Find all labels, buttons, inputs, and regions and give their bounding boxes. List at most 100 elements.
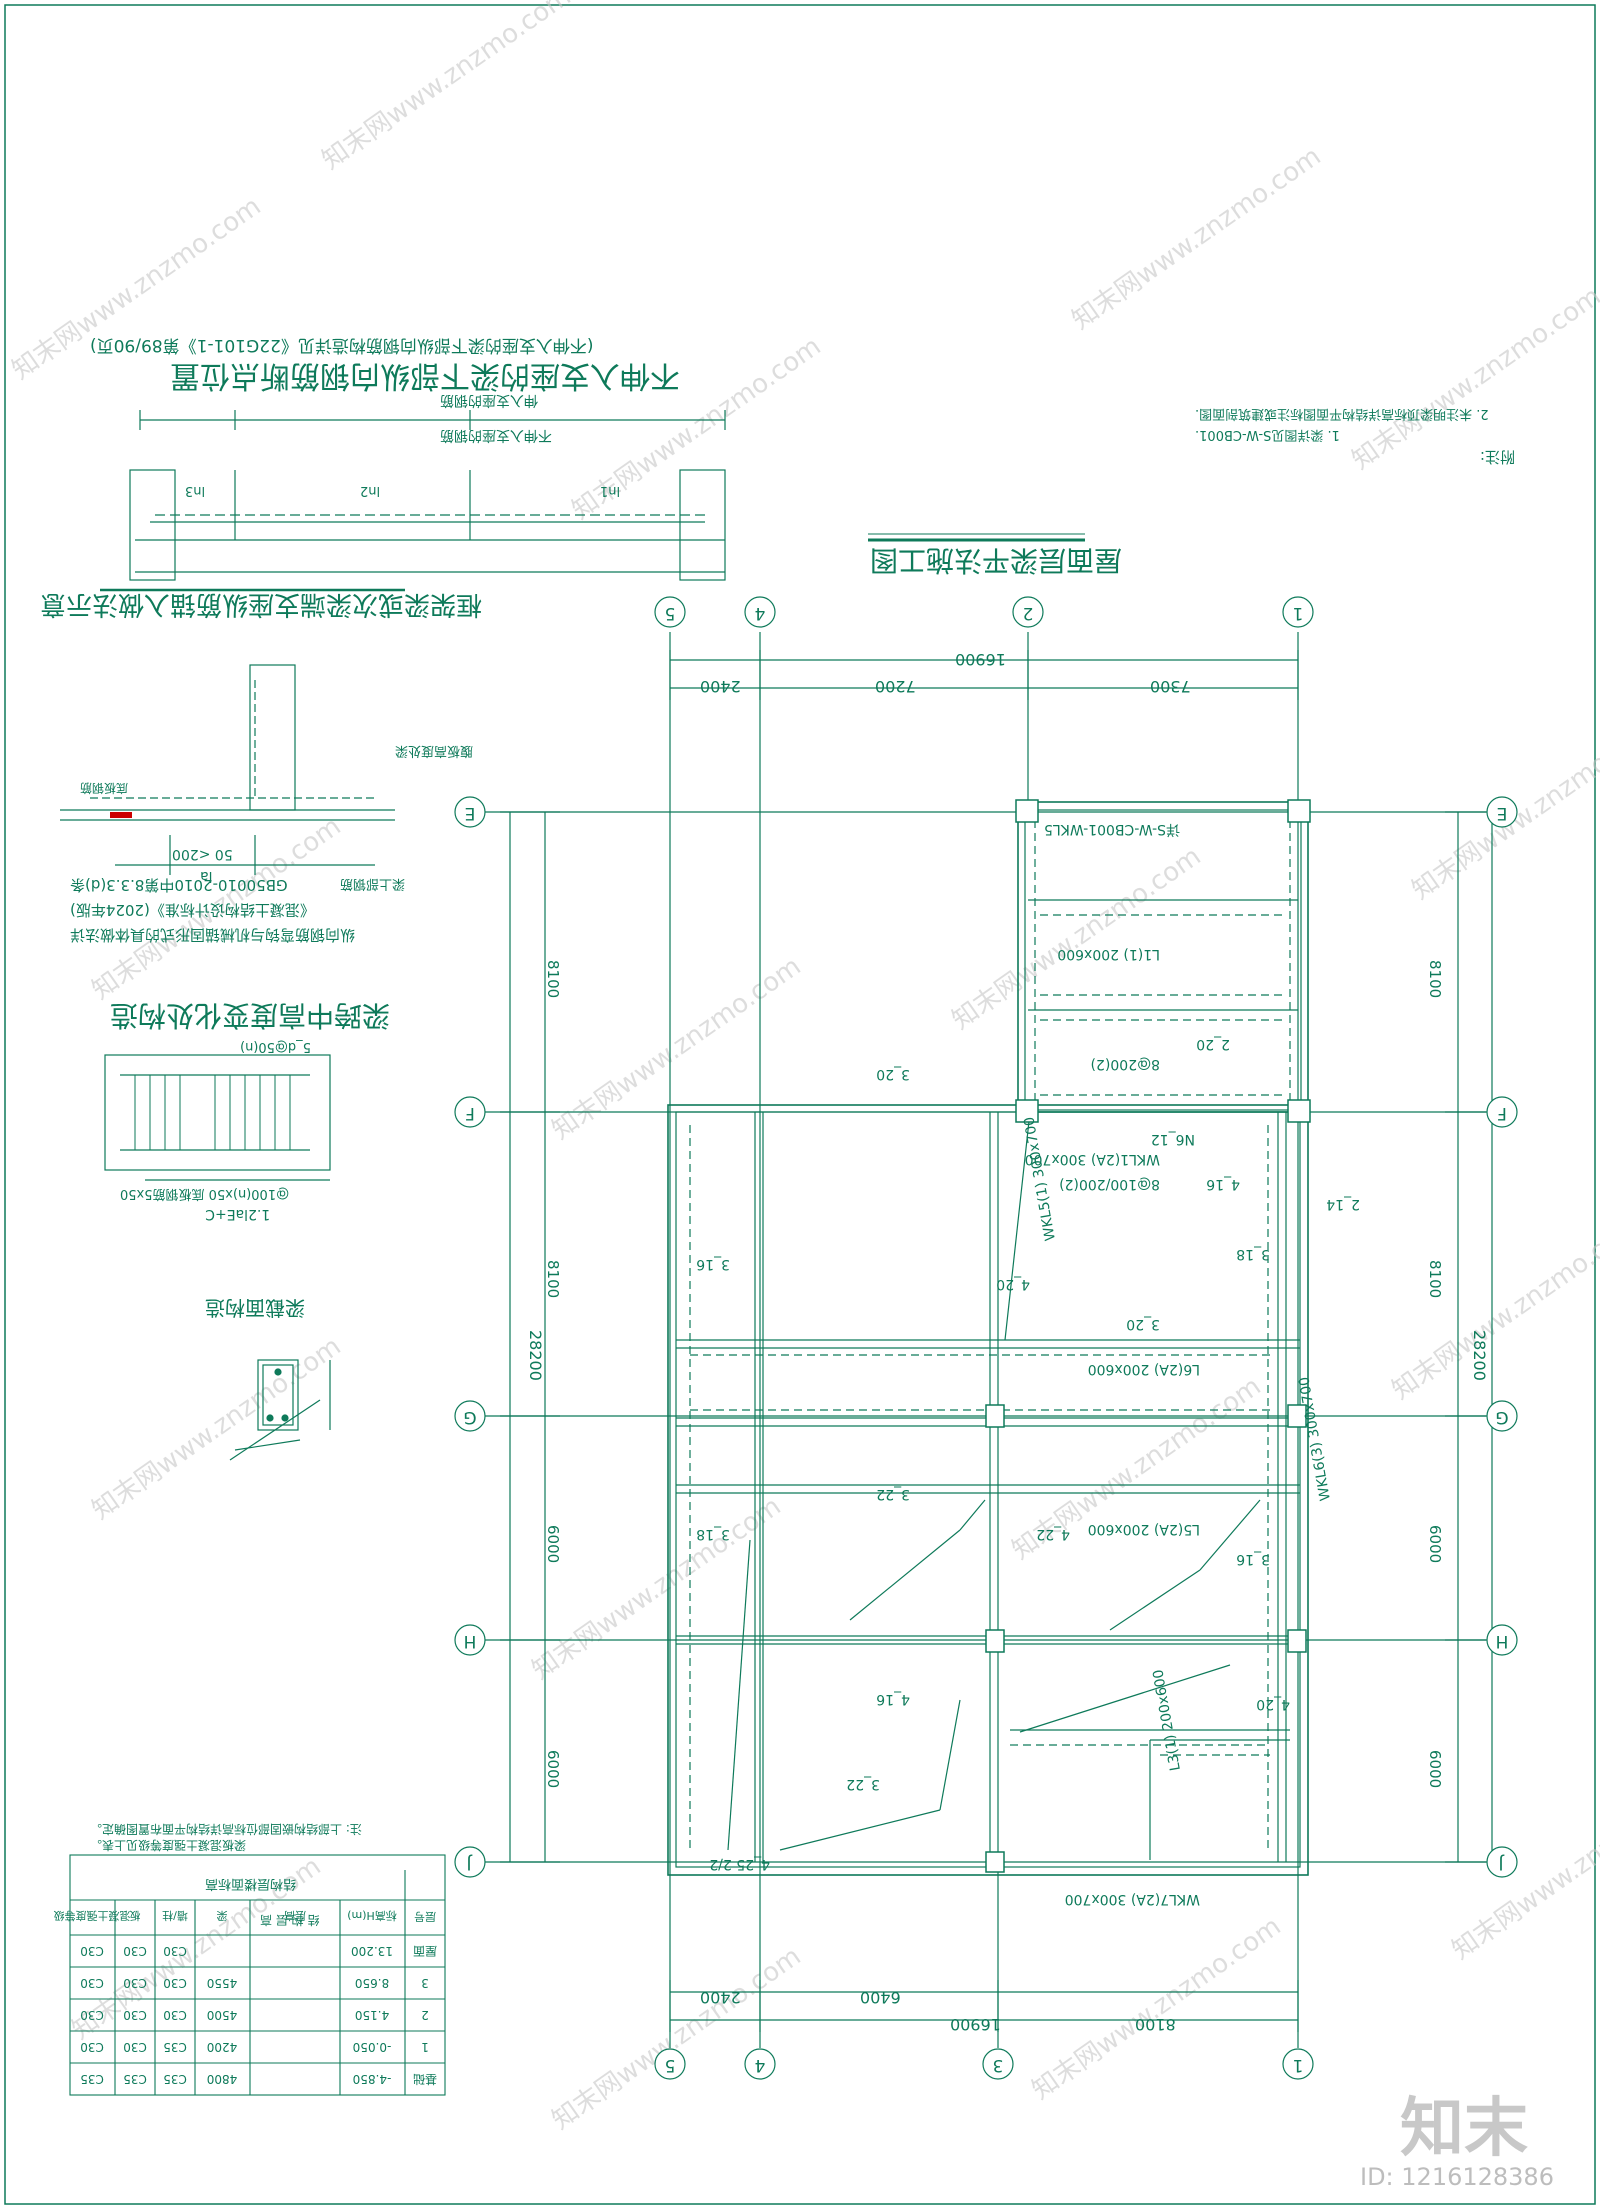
- rebar-label-13: 3_22: [846, 1776, 880, 1792]
- detail-text-9: 梁上部钢筋: [340, 876, 405, 892]
- axis-top-5-bubble: [654, 596, 686, 628]
- detail-text-16: 50 <200: [172, 846, 233, 862]
- dim-bottom-total: 16900: [950, 2015, 1001, 2034]
- detail-title-3: (不伸入支座的梁下部纵向钢筋构造详见《22G101-1》第89/90页): [90, 335, 593, 355]
- level-table-texts: 注: 上部结构嵌固部位标高详结构平面布置图确定。 梁板混凝土强度等级见上表。 结…: [54, 1822, 438, 2086]
- rebar-label-11: 3_16: [1236, 1551, 1270, 1567]
- note-2: 2. 未注明梁顶标高详结构平面图标注或建筑剖面图.: [1195, 406, 1489, 422]
- beam-plan: [484, 632, 1505, 2048]
- table-cell-0-4: C30: [123, 1944, 147, 1958]
- table-subtitle: 结 构 层 高: [260, 1913, 319, 1928]
- beam-label-5: L5(2A) 200x600: [1088, 1521, 1200, 1537]
- table-header-0: 层号: [414, 1910, 436, 1923]
- table-cell-1-2: 4550: [207, 1976, 238, 1990]
- axis-bottom-4-bubble: [744, 2048, 776, 2080]
- rebar-annotations: 3_203_163_183_224_204_164_222_142_204_25…: [696, 1036, 1360, 1872]
- axis-right-H-label: H: [1496, 1631, 1509, 1651]
- axis-left-F-label: F: [465, 1103, 475, 1123]
- table-cell-1-5: C30: [80, 1976, 104, 1990]
- beam-label-3: L1(1) 200x600: [1057, 946, 1160, 962]
- detail-anchorage: [60, 410, 726, 1461]
- axis-right-F-label: F: [1497, 1103, 1507, 1123]
- table-cell-3-0: 1: [421, 2040, 429, 2054]
- level-table: [69, 1854, 446, 2096]
- beam-label-0: WKL1(2A) 300x700: [1025, 1151, 1160, 1167]
- axis-left-G-label: G: [463, 1407, 476, 1427]
- rebar-label-4: 4_20: [996, 1276, 1030, 1292]
- axis-top-5-label: 5: [665, 603, 676, 623]
- detail-text-21: 底板钢筋: [80, 781, 128, 796]
- detail-text-8: 腹板高度处梁: [395, 743, 473, 759]
- table-cell-3-3: C35: [163, 2040, 187, 2054]
- detail-text-7: GB50010-2010中第8.3.3(d)条: [70, 876, 288, 894]
- dim-side-seg-3: 6000: [544, 1525, 562, 1563]
- rebar-label-0: 3_20: [876, 1066, 910, 1082]
- beam-label-8: WKL7(2A) 300x700: [1065, 1891, 1200, 1907]
- axis-right-G-bubble: [1486, 1400, 1518, 1432]
- sheet-border: [4, 4, 1596, 2205]
- rebar-label-5: 4_16: [876, 1691, 910, 1707]
- table-header-3: 梁: [217, 1909, 228, 1923]
- rebar-label-14: 4_20: [1256, 1696, 1290, 1712]
- detail-text-15: ln3: [185, 483, 205, 498]
- axis-bottom-5-bubble: [654, 2048, 686, 2080]
- axis-left-J-label: J: [466, 1853, 472, 1873]
- detail-text-19: 5_d@50(n): [240, 1039, 311, 1054]
- table-cell-2-0: 2: [421, 2008, 429, 2022]
- rebar-label-15: 4_16: [1206, 1176, 1240, 1192]
- table-cell-4-3: C35: [163, 2072, 187, 2086]
- detail-text-18: @100(n)x50 底板钢筋5x50: [120, 1186, 289, 1202]
- dim-top-seg-1: 7300: [1150, 677, 1191, 696]
- axis-left-H-label: H: [464, 1631, 477, 1651]
- axis-right-F-bubble: [1486, 1096, 1518, 1128]
- axis-bottom-5-label: 5: [665, 2055, 676, 2075]
- detail-text-10: 梁截面构造: [205, 1296, 305, 1320]
- axis-left-E-bubble: [454, 796, 486, 828]
- table-header-4: 墙/柱: [162, 1909, 188, 1923]
- table-cell-2-3: C30: [163, 2008, 187, 2022]
- axis-right-H-bubble: [1486, 1624, 1518, 1656]
- drawing-title: 屋面层梁平法施工图: [870, 544, 1122, 577]
- table-cell-4-4: C35: [123, 2072, 147, 2086]
- dim-side-seg-4: 6000: [544, 1750, 562, 1788]
- detail-text-12: 伸入支座的钢筋: [440, 392, 538, 409]
- dim-side-total-right: 28200: [1470, 1330, 1489, 1381]
- rebar-label-6: 4_22: [1036, 1526, 1070, 1542]
- axis-left-F-bubble: [454, 1096, 486, 1128]
- axis-right-E-bubble: [1486, 796, 1518, 828]
- table-cell-0-1: 13.200: [351, 1944, 393, 1958]
- axis-left-J-bubble: [454, 1846, 486, 1878]
- dim-side-seg-4-right: 6000: [1426, 1750, 1444, 1788]
- axis-bottom-1-label: 1: [1293, 2055, 1304, 2075]
- rebar-label-3: 3_22: [876, 1486, 910, 1502]
- detail-text-5: 纵向钢筋弯钩与机械锚固形式的具体做法详: [70, 926, 355, 944]
- table-footnote-1: 注: 上部结构嵌固部位标高详结构平面布置图确定。: [90, 1822, 362, 1837]
- axis-right-E-label: E: [1497, 803, 1508, 823]
- dimension-texts: 16900 7300 7200 2400 8100 6400 2400 1690…: [526, 650, 1489, 2034]
- table-cell-3-5: C30: [80, 2040, 104, 2054]
- drawing-title-block: 屋面层梁平法施工图: [868, 533, 1122, 577]
- table-footnote-2: 梁板混凝土强度等级见上表。: [90, 1838, 246, 1853]
- table-title: 结构层楼面标高: [205, 1876, 296, 1892]
- table-header-6: 混凝土强度等级: [54, 1909, 131, 1923]
- axis-left-H-bubble: [454, 1624, 486, 1656]
- detail-text-20: 1.2laE+C: [205, 1206, 270, 1222]
- axis-top-4-label: 4: [755, 603, 766, 623]
- id-text: ID: 1216128386: [1360, 2163, 1554, 2191]
- dim-bottom-seg-3: 2400: [700, 1988, 741, 2007]
- rebar-label-1: 3_16: [696, 1256, 730, 1272]
- table-cell-3-2: 4200: [207, 2040, 238, 2054]
- table-header-2: 层高: [284, 1909, 306, 1923]
- note-1: 1. 梁详图见S-W-CB001.: [1195, 427, 1340, 442]
- axis-right-G-label: G: [1495, 1407, 1508, 1427]
- dim-side-seg-3-right: 6000: [1426, 1525, 1444, 1563]
- table-cell-1-4: C30: [123, 1976, 147, 1990]
- detail-title-2: 不伸入支座的梁下部纵向钢筋断点位置: [170, 358, 680, 393]
- axis-bottom-1-bubble: [1282, 2048, 1314, 2080]
- dim-top-seg-3: 2400: [700, 677, 741, 696]
- dim-side-seg-2: 8100: [544, 1260, 562, 1298]
- dim-bottom-seg-2: 6400: [860, 1988, 901, 2007]
- detail-texts: 框架梁或次梁端支座纵筋锚入做法示意 不伸入支座的梁下部纵向钢筋断点位置 (不伸入…: [40, 335, 680, 1320]
